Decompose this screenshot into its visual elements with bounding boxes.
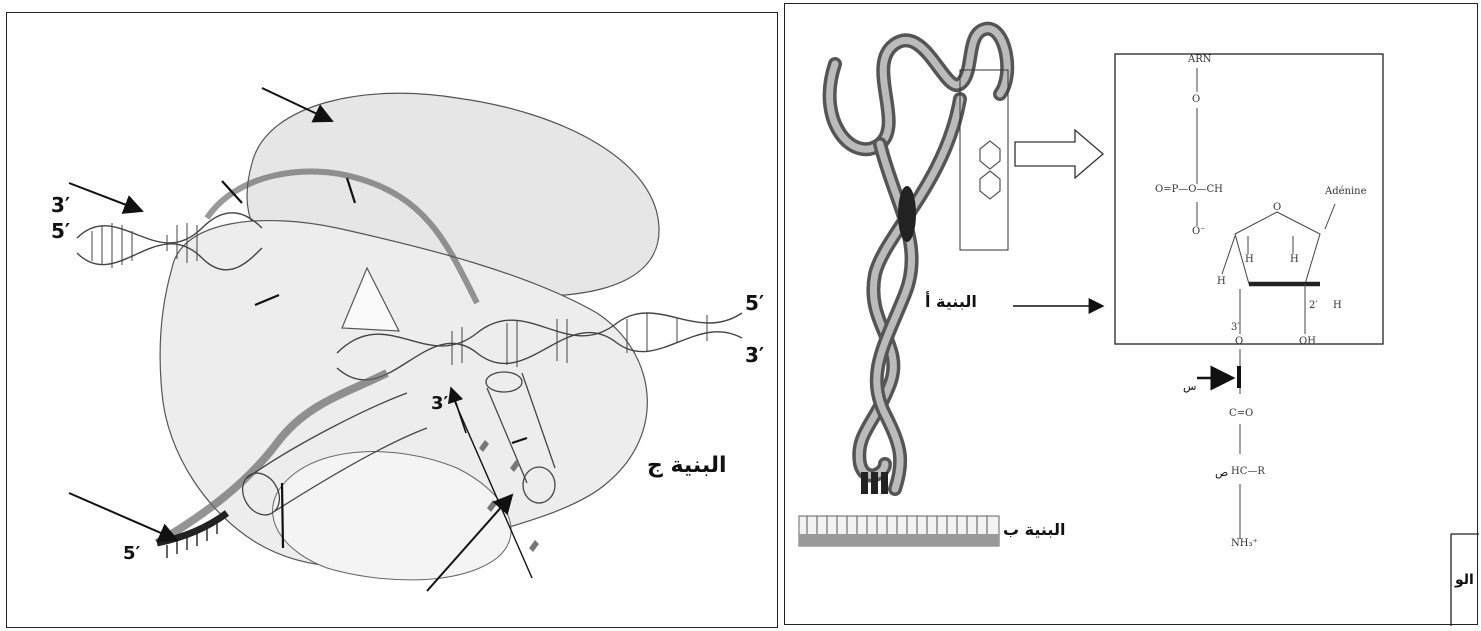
chem-h4: H [1333,300,1342,311]
chem-h1: H [1245,254,1254,265]
chem-o-minus: O⁻ [1192,226,1205,237]
trna-panel: البنية أ البنية ب ARN O O=P—O—CH O⁻ O Ad… [784,3,1478,625]
chemistry-box [1115,54,1383,344]
structure-c-label: البنية ج [647,453,727,478]
anticodon [861,472,888,494]
chem-arn: ARN [1188,54,1212,65]
dna-left-top-label: 3′ [51,193,70,217]
structure-a-label: البنية أ [925,292,977,311]
chem-adenine: Adénine [1325,186,1367,197]
transcription-diagram [7,13,779,629]
dna-left-bottom-label: 5′ [51,219,70,243]
chem-h3: H [1217,276,1226,287]
structure-b-label: البنية ب [1003,520,1065,539]
chem-o-top: O [1192,94,1200,105]
chem-phosphate: O=P—O—CH [1155,184,1223,195]
chem-oh: OH [1299,336,1316,347]
chem-carbonyl: C=O [1229,408,1253,419]
chem-c3: 3′ [1231,322,1240,333]
trna-diagram [785,4,1479,626]
small-adenine-sketch [980,141,1000,199]
corner-label: الو [1455,572,1474,588]
mrna-strip [799,516,999,546]
dna-right-bottom-label: 3′ [745,343,764,367]
channel-3prime-label: 3′ [431,393,448,414]
trna-ribbon [830,29,1008,489]
bond-indicator [1237,366,1241,388]
transcription-panel: 3′ 5′ 5′ 3′ 3′ 5′ البنية ج [6,12,778,628]
chem-c2: 2′ [1309,300,1318,311]
chem-ring-o: O [1273,202,1281,213]
label-s: س [1183,380,1196,393]
chem-nh3: NH₃⁺ [1231,538,1258,549]
dna-right-top-label: 5′ [745,291,764,315]
chem-ch-r: HC—R [1231,466,1265,477]
chem-o-link: O [1235,336,1243,347]
hollow-arrow [1015,130,1103,178]
chem-h2: H [1290,254,1299,265]
label-sad: ص [1215,466,1228,479]
mrna-5prime-label: 5′ [123,543,140,564]
trna-dark-loop [898,186,916,242]
